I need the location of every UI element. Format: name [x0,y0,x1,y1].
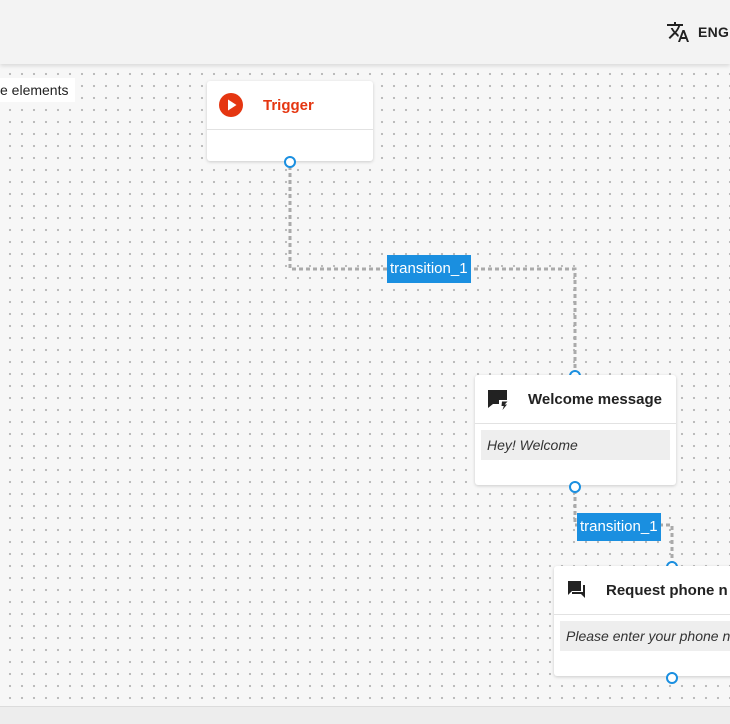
trigger-node-title: Trigger [263,96,314,114]
request-phone-output-port[interactable] [666,672,678,684]
welcome-node-header: Welcome message [475,375,676,424]
transition-label[interactable]: transition_1 [387,255,471,283]
translate-icon [667,22,689,42]
transition-label[interactable]: transition_1 [577,513,661,541]
chat-quick-icon [488,390,508,410]
trigger-node-header: Trigger [207,81,373,130]
trigger-output-port[interactable] [284,156,296,168]
flow-canvas[interactable]: e elements Trigger transition_1 Welcome … [0,64,730,706]
top-bar: ENGL [0,0,730,64]
trigger-node[interactable]: Trigger [207,81,373,161]
language-label: ENGL [698,24,730,40]
request-phone-node-header: Request phone n [554,566,730,615]
request-phone-message-text: Please enter your phone n [560,621,730,651]
wire-welcome-to-request [573,490,674,562]
elements-panel-tab[interactable]: e elements [0,78,76,102]
welcome-message-text: Hey! Welcome [481,430,670,460]
welcome-message-node[interactable]: Welcome message Hey! Welcome [475,375,676,485]
request-phone-node-title: Request phone n [606,581,728,599]
welcome-node-title: Welcome message [528,390,662,408]
request-phone-node[interactable]: Request phone n Please enter your phone … [554,566,730,676]
play-icon [219,93,243,117]
bottom-bar [0,706,730,724]
chat-icon [568,581,585,598]
welcome-output-port[interactable] [569,481,581,493]
language-selector[interactable]: ENGL [666,20,730,44]
